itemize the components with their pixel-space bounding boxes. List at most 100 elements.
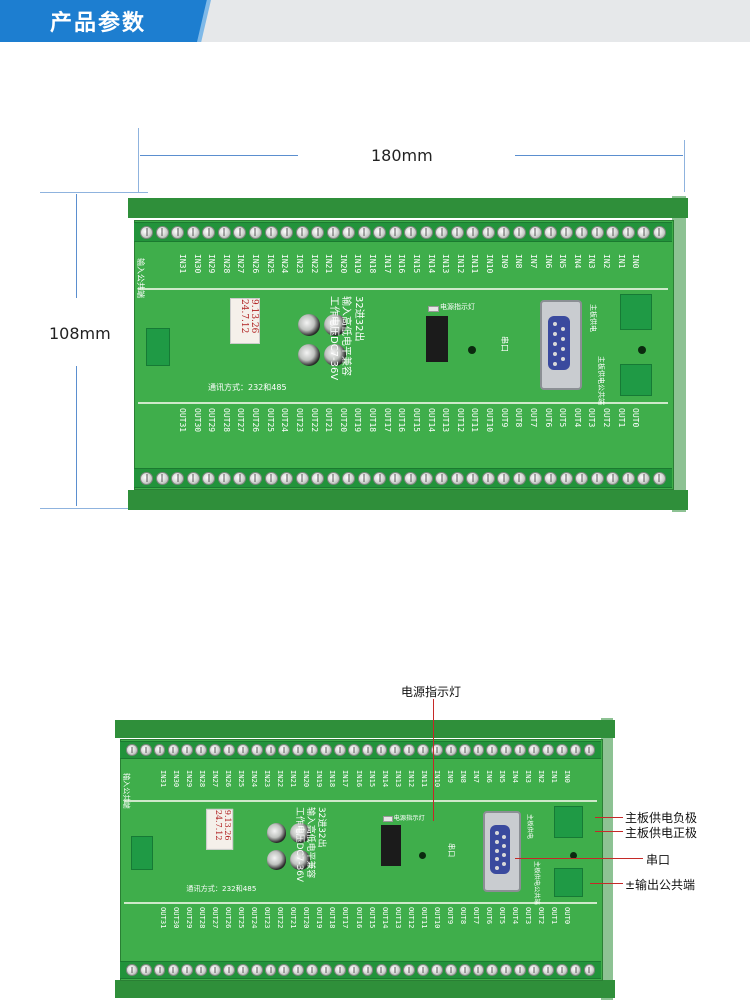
terminal-screw-bottom (606, 471, 620, 485)
db9-pin (561, 337, 565, 341)
terminal-screw-bottom (621, 471, 635, 485)
supply-label: 主板供电 (525, 814, 533, 840)
output-pin-label: OUT24 (250, 907, 260, 929)
db9-pin (494, 830, 499, 835)
output-pin-label: OUT21 (289, 907, 299, 929)
terminal-screw-top (388, 225, 402, 239)
terminal-screw-top (569, 744, 582, 757)
db9-shell (490, 825, 510, 874)
power-led-label: 电源指示灯 (440, 303, 475, 311)
height-extension-top (40, 192, 148, 193)
input-pin-label: IN7 (472, 769, 482, 783)
db9-pin (561, 347, 565, 351)
terminal-screw-bottom (590, 471, 604, 485)
output-pin-label: OUT14 (380, 907, 390, 929)
input-pin-label: IN6 (543, 254, 553, 269)
terminal-screw-top (497, 225, 511, 239)
input-pin-label: IN13 (393, 769, 403, 787)
callout-negative-label: 主板供电负极 (625, 811, 698, 825)
terminal-screw-top (375, 744, 388, 757)
electrolytic-capacitor (298, 344, 320, 366)
terminal-screw-bottom (320, 963, 332, 976)
terminal-screw-bottom (417, 963, 429, 976)
power-indicator-led (428, 306, 439, 312)
input-pin-label: IN1 (550, 769, 560, 783)
sticker-line-2: 24.7.12 (239, 299, 249, 334)
db9-pin (553, 332, 557, 336)
output-pin-label: OUT16 (397, 408, 407, 433)
output-pin-label: OUT0 (563, 907, 573, 925)
input-pin-label: IN30 (171, 769, 181, 787)
terminal-screw-bottom (389, 963, 402, 976)
terminal-screw-bottom (223, 963, 235, 976)
terminal-screw-top (342, 225, 356, 239)
output-pin-label: OUT13 (441, 408, 451, 433)
input-pin-label: IN19 (315, 769, 325, 787)
output-pin-label: OUT21 (324, 408, 334, 433)
terminal-screw-bottom (528, 963, 540, 976)
terminal-screw-top (514, 744, 526, 757)
header-tab (0, 0, 210, 42)
output-pin-label: OUT28 (221, 408, 231, 433)
output-pin-label: OUT19 (353, 408, 363, 433)
height-dimension-line-bottom (76, 366, 77, 506)
input-pin-label: IN25 (265, 254, 275, 274)
input-pin-label: IN15 (411, 254, 421, 274)
terminal-screw-bottom (472, 963, 485, 976)
terminal-screw-top (125, 744, 138, 757)
terminal-screw-top (590, 225, 604, 239)
power-supply-terminal-block (554, 805, 584, 838)
terminal-screw-bottom (233, 471, 247, 485)
supply-label: 主板供电 (589, 304, 597, 332)
input-pin-label: IN0 (631, 254, 641, 269)
terminal-screw-top (155, 225, 169, 239)
terminal-screw-bottom (155, 471, 169, 485)
electrolytic-capacitor (324, 314, 346, 336)
terminal-screw-top (500, 744, 513, 757)
terminal-screw-top (419, 225, 433, 239)
output-pin-label: OUT31 (158, 907, 168, 929)
terminal-screw-top (637, 225, 651, 239)
board-title-line-1: 32进32出 (353, 296, 364, 342)
terminal-screw-top (333, 744, 346, 757)
terminal-screw-top (139, 744, 152, 757)
terminal-screw-bottom (333, 963, 346, 976)
terminal-screw-top (466, 225, 480, 239)
db9-pin (494, 857, 499, 862)
input-pin-label: IN5 (498, 769, 508, 783)
terminal-screw-top (171, 225, 185, 239)
terminal-screw-top (458, 744, 471, 757)
terminal-screw-top (373, 225, 387, 239)
width-dimension-line-left (140, 155, 298, 156)
callout-output-common-line (590, 883, 623, 884)
terminal-screw-bottom (181, 963, 194, 976)
db9-pin (501, 853, 506, 858)
output-pin-label: OUT15 (367, 907, 377, 929)
terminal-screw-bottom (264, 963, 277, 976)
callout-power-indicator-line (433, 699, 434, 821)
board-title-block: 32进32出输入高低电平兼容工作电压DC7-36V (327, 296, 364, 386)
input-pin-label: IN6 (485, 769, 495, 783)
input-pin-label: IN9 (445, 769, 455, 783)
output-pin-label: OUT7 (528, 408, 538, 428)
input-pin-label: IN21 (289, 769, 299, 787)
terminal-screw-top (186, 225, 200, 239)
output-pin-label: OUT11 (470, 408, 480, 433)
input-bus-trace (138, 288, 668, 290)
input-pin-label: IN27 (210, 769, 220, 787)
output-pin-label: OUT12 (406, 907, 416, 929)
input-pin-label: IN31 (158, 769, 168, 787)
width-extension-right (684, 140, 685, 192)
terminal-screw-top (559, 225, 573, 239)
terminal-screw-top (306, 744, 318, 757)
callout-positive-label: 主板供电正极 (625, 826, 698, 840)
output-pin-label: OUT17 (341, 907, 351, 929)
electrolytic-capacitor (266, 823, 287, 843)
input-pin-label: IN29 (207, 254, 217, 274)
output-pin-label: OUT1 (550, 907, 560, 925)
comm-mode-label: 通讯方式：232和485 (208, 383, 287, 392)
input-pin-label: IN30 (192, 254, 202, 274)
terminal-screw-top (311, 225, 325, 239)
